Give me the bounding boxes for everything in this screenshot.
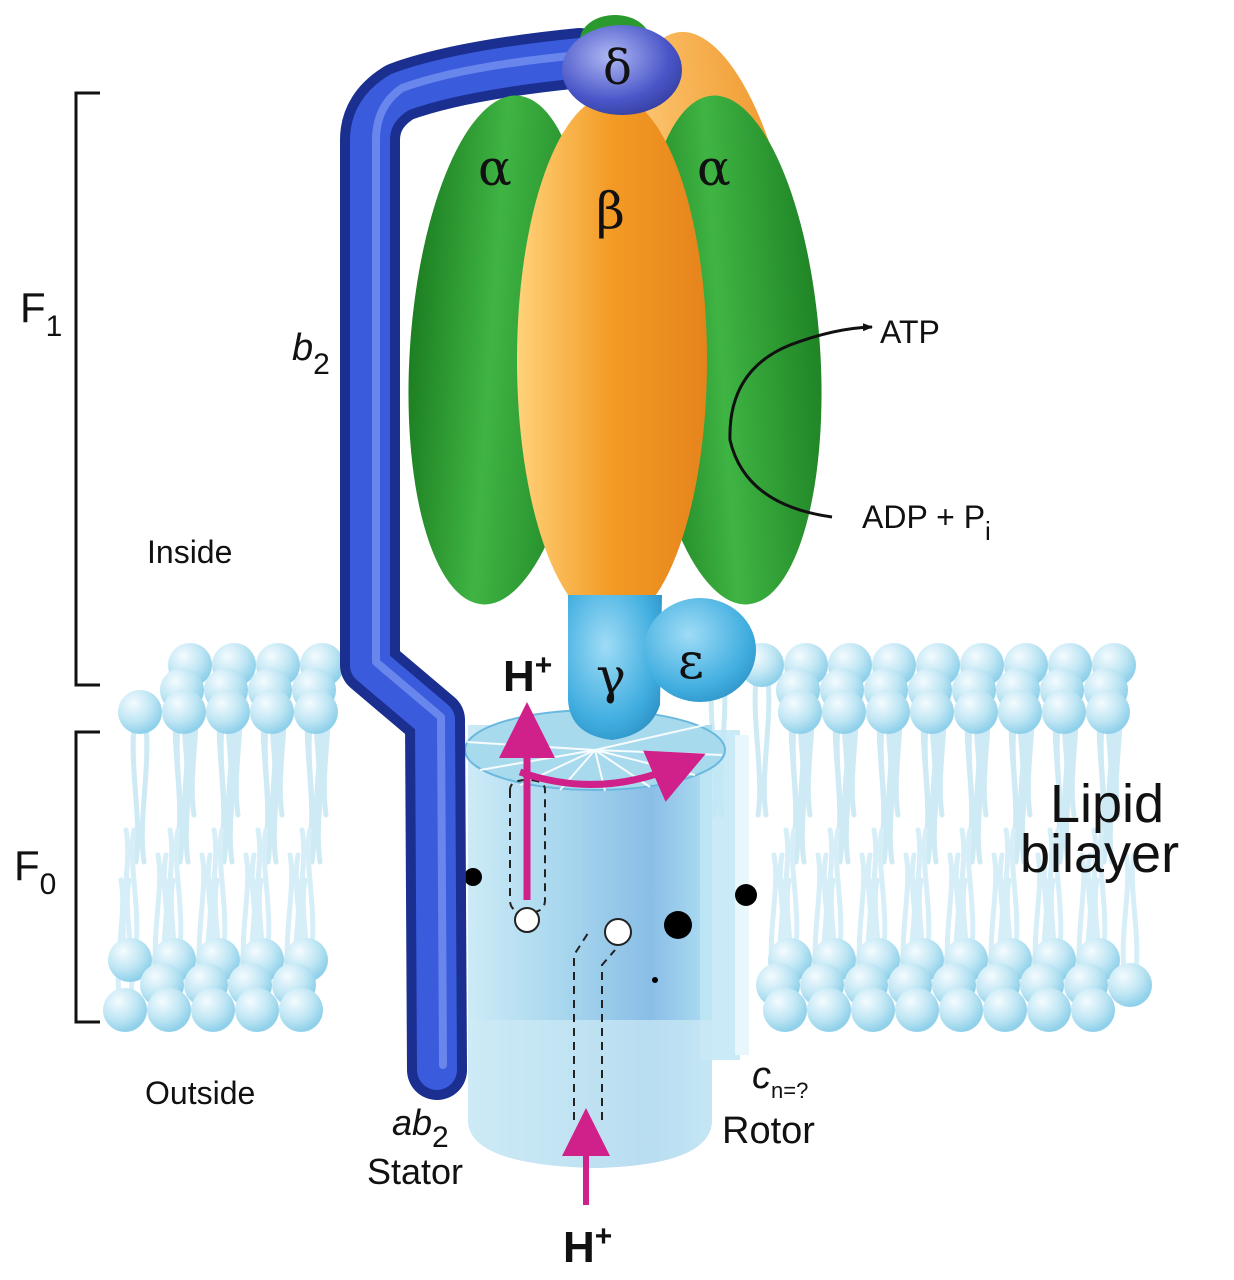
- lipid-head: [983, 988, 1027, 1032]
- lipid-tail: [878, 723, 898, 865]
- lipid-head: [191, 988, 235, 1032]
- lipid-tail: [1120, 852, 1140, 974]
- lipid-tail: [1054, 723, 1074, 865]
- lipid-tail: [790, 723, 810, 865]
- lipid-tail: [752, 676, 772, 818]
- proton-site-filled: [735, 884, 757, 906]
- lipid-tail: [174, 723, 194, 865]
- lipid-head: [1108, 963, 1152, 1007]
- alpha-left-label: α: [478, 139, 512, 197]
- stator-name: ab2: [392, 1102, 449, 1154]
- rotor-role: Rotor: [722, 1110, 815, 1152]
- lipid-tail: [130, 723, 150, 865]
- lipid-tail: [922, 723, 942, 865]
- lipid-head: [807, 988, 851, 1032]
- inside-label: Inside: [147, 534, 232, 570]
- lipid-label: Lipid: [1050, 774, 1164, 834]
- lipid-head: [235, 988, 279, 1032]
- epsilon-label: ε: [678, 632, 704, 690]
- lipid-head: [250, 690, 294, 734]
- proton-top-label: H+: [503, 649, 552, 701]
- delta-label: δ: [603, 40, 632, 96]
- f0-bracket: [74, 730, 100, 1024]
- lipid-head: [1027, 988, 1071, 1032]
- lipid-head: [108, 938, 152, 982]
- lipid-head: [954, 690, 998, 734]
- f0-label: F0: [14, 842, 56, 901]
- lipid-head: [103, 988, 147, 1032]
- b2-label: b2: [292, 327, 330, 381]
- rotation-arrow: [518, 750, 706, 802]
- f1-bracket: [74, 91, 100, 687]
- lipid-head: [1086, 690, 1130, 734]
- lipid-head: [778, 690, 822, 734]
- lipid-tail: [1098, 723, 1118, 865]
- lipid-bilayer: [103, 643, 1152, 1032]
- lipid-tail: [262, 723, 282, 865]
- proton-site-filled: [664, 911, 692, 939]
- adp-label: ADP + Pi: [862, 499, 991, 546]
- proton-site-open: [604, 918, 632, 946]
- lipid-head: [294, 690, 338, 734]
- lipid-head: [822, 690, 866, 734]
- f1-label: F1: [20, 284, 62, 343]
- lipid-head: [206, 690, 250, 734]
- lipid-tail: [1010, 723, 1030, 865]
- alpha-right-label: α: [697, 139, 731, 197]
- lipid-head: [162, 690, 206, 734]
- synthesis-arrow: [728, 323, 873, 519]
- lipid-head: [147, 988, 191, 1032]
- lipid-head: [866, 690, 910, 734]
- lipid-head: [895, 988, 939, 1032]
- lipid-heads-lower: [103, 938, 1152, 1032]
- proton-bottom-label: H+: [563, 1220, 612, 1272]
- lipid-head: [1042, 690, 1086, 734]
- lipid-head: [1071, 988, 1115, 1032]
- bilayer-label: bilayer: [1020, 824, 1179, 884]
- proton-site-open: [514, 907, 540, 933]
- lipid-heads-upper: [118, 643, 1136, 734]
- outside-label: Outside: [145, 1075, 255, 1111]
- lipid-head: [910, 690, 954, 734]
- atp-label: ATP: [880, 314, 940, 350]
- lipid-tail: [966, 723, 986, 865]
- gamma-label: γ: [596, 647, 626, 705]
- lipid-tail: [306, 723, 326, 865]
- stator-role: Stator: [367, 1151, 463, 1192]
- lipid-head: [763, 988, 807, 1032]
- lipid-head: [998, 690, 1042, 734]
- rotor-name: cn=?: [752, 1055, 808, 1103]
- lipid-head: [851, 988, 895, 1032]
- lipid-head: [939, 988, 983, 1032]
- lipid-tail: [115, 877, 135, 999]
- lipid-head: [118, 690, 162, 734]
- beta-label: β: [596, 182, 625, 240]
- b2-peripheral-stalk: [340, 28, 610, 1100]
- lipid-tail: [218, 723, 238, 865]
- f1-head: [408, 15, 822, 740]
- lipid-tail: [834, 723, 854, 865]
- lipid-head: [279, 988, 323, 1032]
- proton-site-dot: [652, 977, 658, 983]
- proton-channel-path: [509, 778, 616, 1120]
- proton-site-filled: [464, 868, 482, 886]
